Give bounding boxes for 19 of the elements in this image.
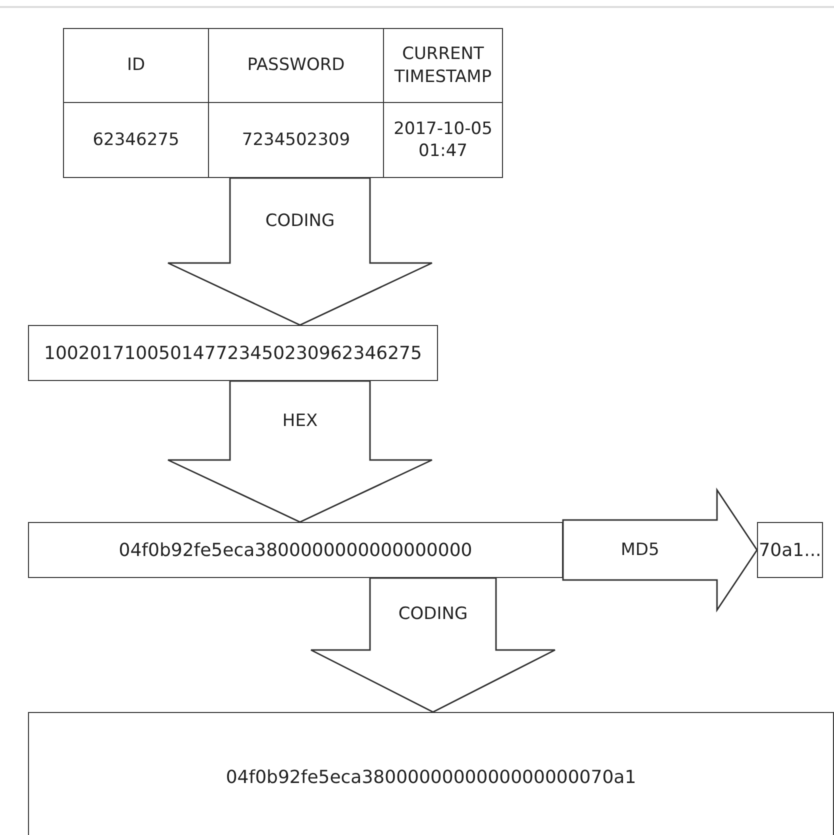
table-cell: 62346275 xyxy=(64,103,209,177)
value-text: 70a1... xyxy=(758,540,822,560)
table-header-cell: CURRENT TIMESTAMP xyxy=(384,29,502,103)
value-text: 100201710050147723450230962346275 xyxy=(44,342,422,364)
block-arrow xyxy=(167,380,433,523)
block-arrow xyxy=(310,577,556,713)
data-table xyxy=(63,28,503,178)
value-box xyxy=(28,712,834,835)
block-arrow xyxy=(562,488,758,612)
table-header-cell: ID xyxy=(64,29,209,103)
value-box xyxy=(28,325,438,381)
block-arrow xyxy=(167,177,433,326)
table-cell-text: 2017-10-05 01:47 xyxy=(392,118,494,163)
table-header-cell: PASSWORD xyxy=(209,29,384,103)
value-text: 04f0b92fe5eca3800000000000000000070a1 xyxy=(226,766,636,788)
value-text: 04f0b92fe5eca3800000000000000000 xyxy=(118,540,472,560)
value-box xyxy=(757,522,823,578)
table-cell: 7234502309 xyxy=(209,103,384,177)
value-box xyxy=(28,522,563,578)
